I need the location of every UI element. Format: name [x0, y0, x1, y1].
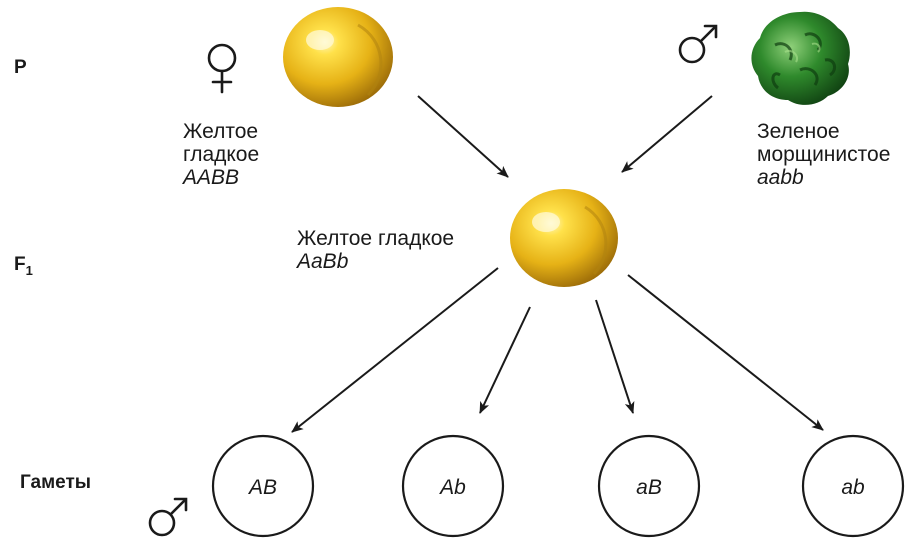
yellow-smooth-seed-female: [283, 7, 393, 107]
female-phenotype-line1: Желтое: [183, 120, 258, 143]
generation-f1-label: F1: [14, 254, 33, 278]
f1-genotype: AaBb: [295, 250, 349, 273]
male-symbol-icon: [678, 24, 718, 64]
gamete-label: aB: [636, 476, 662, 499]
arrow-f1-to-gamete-3: [595, 299, 635, 414]
arrow-f1-to-gamete-2: [479, 306, 531, 414]
gamete-label: AB: [247, 476, 277, 499]
gamete-label: ab: [841, 476, 865, 499]
green-wrinkled-seed-male: [751, 11, 850, 105]
gamete: Ab: [401, 434, 505, 538]
gamete: aB: [597, 434, 701, 538]
arrow-f1-to-gamete-1: [291, 267, 499, 433]
gamete-label: Ab: [438, 476, 466, 499]
male-phenotype-line2: морщинистое: [757, 143, 890, 166]
female-symbol-icon: [207, 43, 237, 94]
generation-p-label: P: [14, 57, 27, 78]
gamete: ab: [801, 434, 905, 538]
male-genotype: aabb: [757, 166, 804, 189]
male-phenotype-line1: Зеленое: [757, 120, 840, 143]
gamete: AB: [211, 434, 315, 538]
arrow-female-to-f1: [417, 95, 509, 178]
female-phenotype-line2: гладкое: [183, 143, 259, 166]
f1-phenotype: Желтое гладкое: [297, 227, 454, 250]
arrow-male-to-f1: [621, 95, 713, 173]
gamete-male-symbol-icon: [148, 497, 188, 537]
arrow-f1-to-gamete-4: [627, 274, 824, 431]
generation-f1-subscript: 1: [26, 263, 33, 278]
female-genotype: AABB: [181, 166, 239, 189]
gametes-label: Гаметы: [20, 472, 91, 493]
yellow-smooth-seed-f1: [510, 189, 618, 287]
